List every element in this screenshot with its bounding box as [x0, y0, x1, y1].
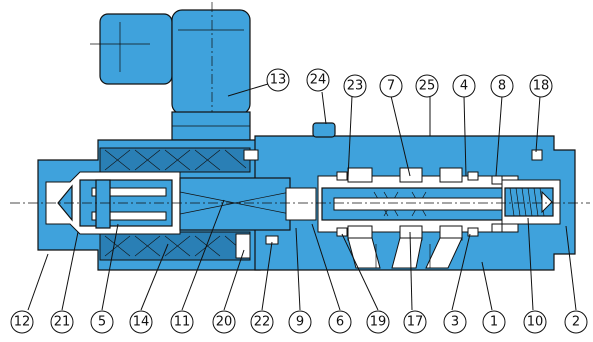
svg-text:22: 22 [254, 315, 271, 330]
callout-12: 12 [10, 310, 34, 334]
svg-text:5: 5 [98, 315, 106, 330]
callout-25: 25 [415, 74, 439, 98]
svg-text:24: 24 [310, 73, 327, 88]
callout-17: 17 [403, 310, 427, 334]
svg-text:2: 2 [572, 315, 580, 330]
return-spring [501, 179, 561, 225]
callout-11: 11 [170, 310, 194, 334]
svg-text:3: 3 [451, 315, 459, 330]
callout-3: 3 [443, 310, 467, 334]
svg-text:14: 14 [133, 315, 150, 330]
callout-10: 10 [523, 310, 547, 334]
svg-text:9: 9 [296, 315, 304, 330]
svg-text:17: 17 [407, 315, 424, 330]
callout-13: 13 [266, 68, 290, 92]
callout-18: 18 [529, 74, 553, 98]
svg-text:11: 11 [174, 315, 191, 330]
svg-text:4: 4 [460, 79, 468, 94]
callout-21: 21 [50, 310, 74, 334]
callout-24: 24 [306, 68, 330, 92]
callout-20: 20 [212, 310, 236, 334]
svg-text:12: 12 [14, 315, 31, 330]
spool-bore [317, 167, 521, 241]
svg-text:23: 23 [347, 79, 364, 94]
svg-text:25: 25 [419, 79, 436, 94]
svg-text:6: 6 [336, 315, 344, 330]
callout-23: 23 [343, 74, 367, 98]
svg-text:19: 19 [370, 315, 387, 330]
svg-text:21: 21 [54, 315, 71, 330]
callout-22: 22 [250, 310, 274, 334]
svg-text:13: 13 [270, 73, 287, 88]
svg-text:20: 20 [216, 315, 233, 330]
armature-tube [45, 171, 317, 235]
connector-box [90, 2, 251, 141]
callout-2: 2 [564, 310, 588, 334]
callouts-top: 13 24 23 7 25 4 8 18 [266, 68, 553, 98]
callouts-bottom: 12 21 5 14 11 20 22 9 6 19 17 3 1 10 2 [10, 310, 588, 334]
flow-passages [347, 237, 463, 269]
svg-text:10: 10 [527, 315, 544, 330]
callout-4: 4 [452, 74, 476, 98]
leader-lines [27, 83, 577, 311]
callout-8: 8 [490, 74, 514, 98]
svg-text:8: 8 [498, 79, 506, 94]
svg-text:18: 18 [533, 79, 550, 94]
callout-6: 6 [328, 310, 352, 334]
callout-7: 7 [379, 74, 403, 98]
callout-14: 14 [129, 310, 153, 334]
callout-5: 5 [90, 310, 114, 334]
svg-text:7: 7 [387, 79, 395, 94]
svg-text:1: 1 [490, 315, 498, 330]
callout-9: 9 [288, 310, 312, 334]
callout-1: 1 [482, 310, 506, 334]
callout-19: 19 [366, 310, 390, 334]
